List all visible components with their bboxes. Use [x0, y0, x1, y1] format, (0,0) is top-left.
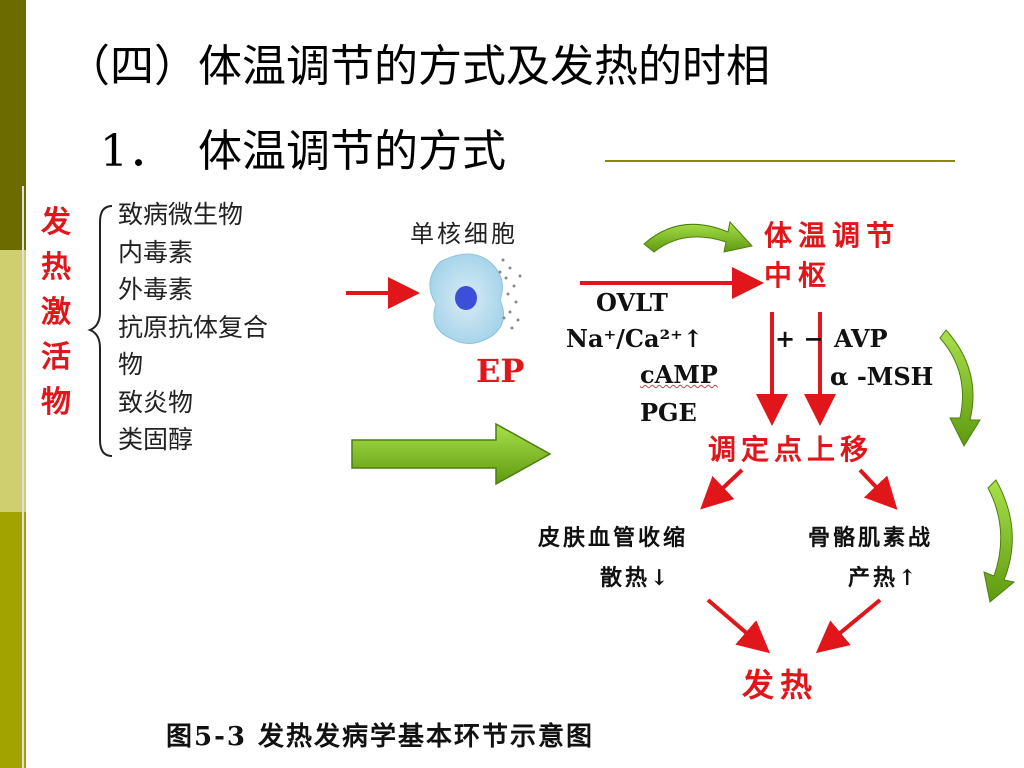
heat-loss-label: 散热↓ [600, 565, 672, 591]
fever-result-label: 发热 [742, 666, 819, 704]
slide-subtitle: 1． 体温调节的方式 [100, 115, 506, 179]
cell-nucleus [455, 286, 477, 310]
list-item: 致炎物 [118, 387, 194, 417]
arrow-setpoint-to-muscle [858, 468, 898, 510]
arrow-muscle-to-fever [815, 598, 882, 654]
side-bar-mid [0, 512, 26, 768]
mediator-msh: α -MSH [830, 362, 934, 391]
green-curved-arrow-right-lower [983, 479, 1016, 603]
plus-minus-sign: + − [775, 324, 824, 353]
green-block-arrow [351, 422, 552, 486]
green-curved-arrow-right-upper [939, 329, 981, 448]
arrow-setpoint-to-skin [700, 468, 744, 510]
muscle-response-label: 骨骼肌素战 [808, 525, 934, 551]
side-bar-dark [0, 0, 26, 250]
figure-caption: 图5-3 发热发病学基本环节示意图 [166, 722, 595, 752]
thermoregulatory-center-label: 体温调节 中枢 [764, 216, 900, 296]
side-bar-light [0, 250, 26, 512]
center-line-1: 体温调节 [764, 219, 901, 252]
skin-response-label: 皮肤血管收缩 [538, 525, 689, 551]
list-item: 内毒素 [118, 237, 194, 267]
subtitle-text: 体温调节的方式 [198, 126, 506, 177]
arrow-skin-to-fever [706, 598, 771, 654]
list-item: 外毒素 [118, 275, 194, 304]
list-item: 致病微生物 [118, 200, 244, 229]
monocyte-label: 单核细胞 [410, 220, 518, 248]
list-item: 物 [118, 350, 144, 379]
mediator-camp: cAMP [640, 360, 718, 389]
list-item: 类固醇 [118, 425, 194, 454]
diagram-left-edge [22, 186, 24, 768]
activator-list: 致病微生物 内毒素 外毒素 抗原抗体复合 物 致炎物 类固醇 [118, 196, 268, 459]
list-item: 抗原抗体复合 [118, 312, 269, 342]
slide-title: （四）体温调节的方式及发热的时相 [66, 41, 770, 92]
heat-production-label: 产热↑ [848, 565, 920, 591]
activator-heading: 发热激活物 [41, 205, 71, 420]
title-underline [605, 160, 955, 162]
set-point-label: 调定点上移 [708, 433, 874, 466]
mediator-avp: AVP [834, 324, 888, 353]
center-line-2: 中枢 [764, 259, 833, 292]
mediator-na-ca: Na⁺/Ca²⁺↑ [566, 324, 703, 353]
activator-brace [87, 205, 113, 457]
ep-label: EP [476, 352, 525, 390]
ep-release-dots [498, 258, 522, 330]
mediator-pge: PGE [640, 398, 697, 427]
subtitle-number: 1． [100, 126, 172, 177]
green-curved-arrow-top [643, 220, 753, 253]
mediator-ovlt: OVLT [596, 288, 668, 317]
